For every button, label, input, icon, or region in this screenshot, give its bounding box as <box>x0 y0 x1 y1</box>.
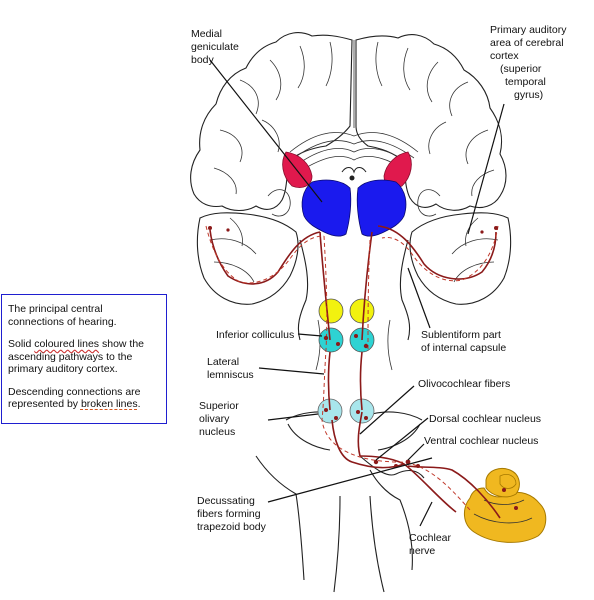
info-line-1: The principal central connections of hea… <box>8 303 117 328</box>
medial-geniculate-body-left <box>301 179 352 237</box>
label-sublentiform: Sublentiform part of internal capsule <box>421 329 506 354</box>
label-primary-auditory-area: Primary auditory area of cerebral cortex… <box>490 24 569 101</box>
superior-olivary-nucleus-right <box>349 398 375 424</box>
label-cochlear-nerve: Cochlear nerve <box>409 532 454 557</box>
pathway-nodes <box>208 226 518 510</box>
label-dorsal-cochlear-nucleus: Dorsal cochlear nucleus <box>429 413 541 425</box>
inferior-colliculus-left <box>318 327 344 353</box>
cerebrum <box>190 32 512 593</box>
info-line-3: Descending connections are represented b… <box>8 385 141 411</box>
label-superior-olivary-nucleus: Superior olivary nucleus <box>199 400 242 438</box>
superior-colliculus-left <box>318 298 344 324</box>
solid-lines-term: coloured lines <box>34 338 100 350</box>
superior-colliculus-right <box>349 298 375 324</box>
label-ventral-cochlear-nucleus: Ventral cochlear nucleus <box>424 435 538 447</box>
label-medial-geniculate-body: Medial geniculate body <box>191 28 242 66</box>
label-lateral-lemniscus: Lateral lemniscus <box>207 356 254 381</box>
leader-lines <box>209 59 505 527</box>
cochlea <box>464 467 547 543</box>
medial-geniculate-body-right <box>356 179 407 237</box>
descending-pathways <box>205 225 499 511</box>
info-line-2: Solid coloured lines show the ascending … <box>8 338 145 375</box>
label-olivocochlear-fibers: Olivocochlear fibers <box>418 378 510 390</box>
legend-info-box: The principal central connections of hea… <box>1 294 167 424</box>
broken-lines-term: broken lines <box>80 398 138 410</box>
label-inferior-colliculus: Inferior colliculus <box>216 329 294 341</box>
label-decussating-fibers: Decussating fibers forming trapezoid bod… <box>197 495 267 533</box>
